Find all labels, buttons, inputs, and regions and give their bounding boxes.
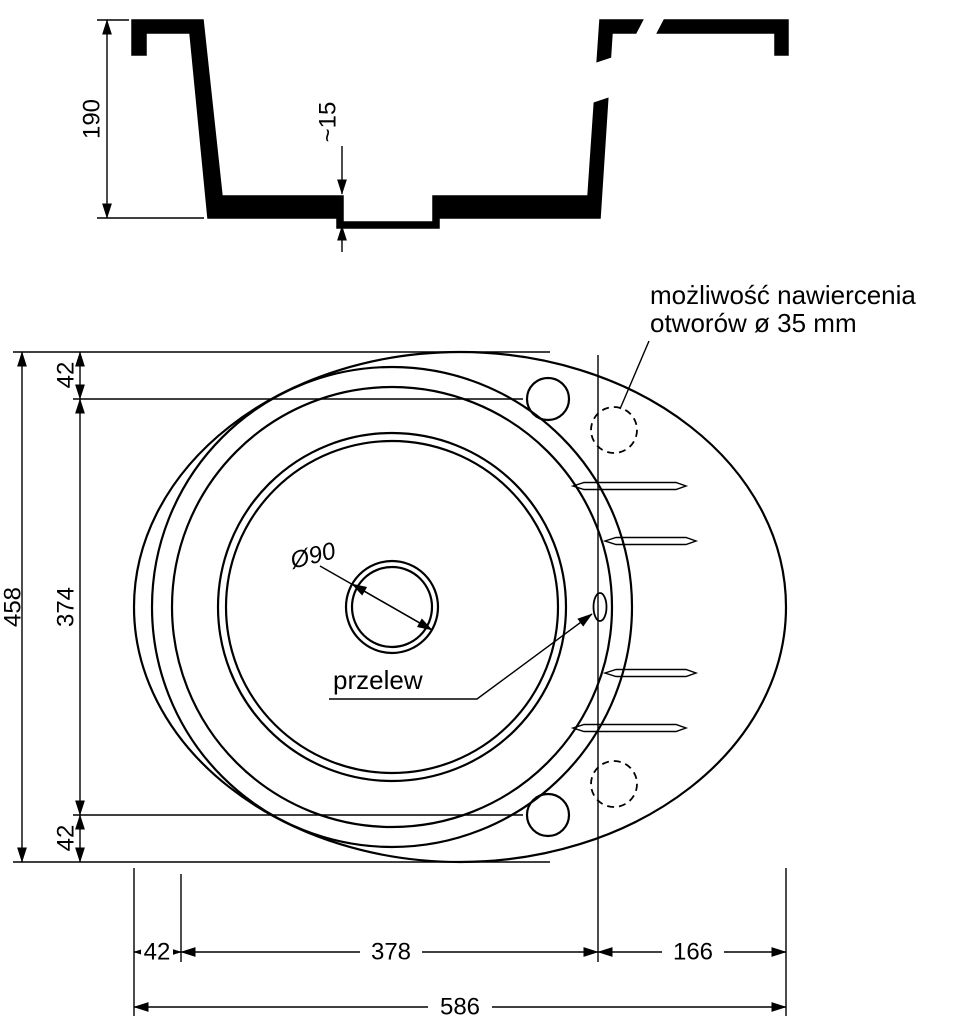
dim-label-hole-spacing: 374 <box>53 587 80 627</box>
overflow-callout: przelew <box>329 613 593 700</box>
drain-circle-outer <box>344 559 440 655</box>
drain-circle-inner <box>350 565 434 649</box>
drainer-groove <box>602 536 699 546</box>
drainer-groove <box>602 668 699 678</box>
dim-label-total-width: 586 <box>440 994 480 1021</box>
faucet-hole-top <box>525 376 571 422</box>
bowl-bottom-circle-outer <box>216 431 568 783</box>
wall-break <box>589 56 616 104</box>
faucet-hole-bottom <box>525 792 571 838</box>
drill-note-line2: otworów ø 35 mm <box>650 308 857 338</box>
dim-label-bowl-width: 378 <box>371 939 411 966</box>
dim-label-drainer-width: 166 <box>673 939 713 966</box>
dim-label-top-offset: 42 <box>53 362 80 389</box>
drainer-groove <box>570 723 689 733</box>
bowl-bottom-circle-inner <box>224 439 560 775</box>
drain-diameter-label: Ø90 <box>287 537 339 575</box>
drill-note: możliwość nawiercenia otworów ø 35 mm <box>619 280 916 410</box>
dim-section-height: 190 <box>79 19 204 219</box>
overflow-label: przelew <box>333 665 423 695</box>
dim-label-bottom-offset: 42 <box>53 825 80 852</box>
overflow-hole <box>592 592 608 622</box>
sink-section-profile <box>131 19 789 229</box>
optional-hole-top <box>590 406 638 454</box>
dimension-annotations: 458 42 374 42 42 378 166 586 <box>0 351 787 1021</box>
dim-label-section-height: 190 <box>79 99 106 139</box>
rim-circle <box>150 365 634 849</box>
flange-break <box>634 15 666 38</box>
plan-view: przelew Ø90 możliwość nawiercenia otworó… <box>132 280 916 864</box>
dim-label-total-height: 458 <box>0 587 27 627</box>
dim-recess-depth: ~15 <box>315 102 347 252</box>
drill-note-line1: możliwość nawiercenia <box>650 280 916 310</box>
dim-label-left-offset: 42 <box>144 939 171 966</box>
cross-section-view: 190 ~15 <box>79 15 789 252</box>
drainer-groove <box>570 481 689 491</box>
dim-label-recess-depth: ~15 <box>315 102 342 143</box>
bowl-edge-circle <box>170 385 614 829</box>
optional-hole-bottom <box>590 760 638 808</box>
